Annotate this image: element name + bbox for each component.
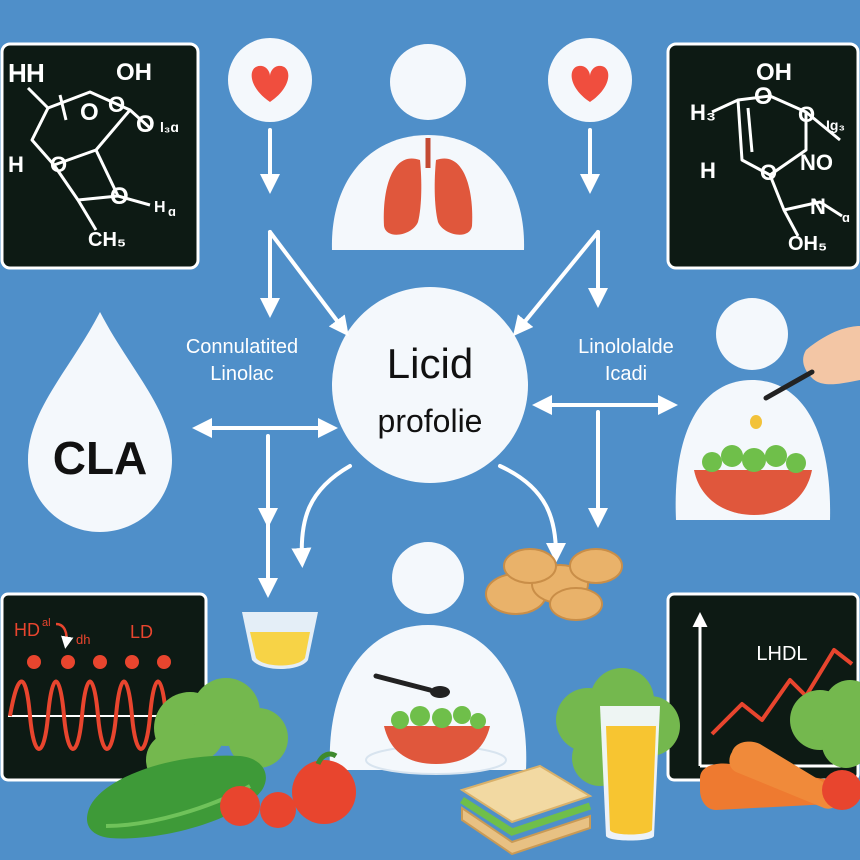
figure-with-lungs	[331, 44, 525, 250]
chem-right-oh5: OH₅	[788, 233, 827, 255]
carrots	[700, 741, 841, 810]
left-label-line1: Connulatited	[186, 336, 298, 358]
chem-left-r1: l₃ɑ	[160, 119, 179, 135]
chem-left-ch: CH₅	[88, 229, 126, 251]
chem-right-h: H	[700, 158, 716, 183]
chem-left-o5: O	[110, 183, 129, 210]
figure-eating-salad	[675, 298, 860, 520]
tomatoes	[220, 751, 356, 828]
heart-icon	[571, 65, 609, 102]
figure-eating-bottom	[329, 542, 527, 775]
spoon-icon	[373, 673, 433, 693]
chem-left-h-mid2: H	[154, 199, 166, 216]
wave-dots	[27, 655, 171, 669]
chem-left-h2: H	[26, 58, 45, 88]
cla-label: CLA	[53, 432, 148, 484]
heart-bubble-right	[548, 38, 632, 122]
hand-icon	[803, 326, 860, 385]
chemical-structure-panel-left: H H OH O O O l₃ɑ H O O H ɑ CH₅	[0, 42, 200, 270]
chem-right-no: NO	[800, 150, 833, 175]
left-label-line2: Linolac	[210, 363, 273, 385]
right-label-line2: Icadi	[605, 363, 647, 385]
nuts-pile	[485, 548, 623, 621]
chem-right-r: ɑ	[842, 210, 850, 225]
chem-left-h1: H	[8, 58, 27, 88]
chem-right-o3: O	[760, 160, 777, 185]
wave-ld-label: LD	[130, 622, 153, 642]
chem-right-o1: O	[754, 83, 773, 110]
flow-arrows	[192, 128, 678, 598]
chem-right-h3: H₃	[690, 100, 716, 125]
heart-bubble-left	[228, 38, 312, 122]
chem-right-n: N	[810, 194, 826, 219]
trend-line	[710, 648, 854, 736]
chem-left-o2: O	[108, 92, 125, 117]
chem-right-o2: O	[798, 102, 815, 127]
right-label-line1: Linololalde	[578, 336, 674, 358]
chem-right-oh: OH	[756, 59, 792, 86]
center-title-line1: Licid	[387, 340, 473, 387]
juice-glass-small	[242, 612, 318, 669]
arrow-center-to-nuts	[498, 464, 566, 563]
tomato-far-right	[822, 770, 860, 810]
wave-sup-label: al	[42, 617, 51, 629]
lipid-profile-node: Licid profolie	[332, 287, 528, 483]
arrow-left-to-center	[268, 230, 349, 337]
chem-left-o4: O	[50, 152, 67, 177]
wave-line	[8, 679, 186, 751]
arrow-center-to-eater	[291, 464, 352, 568]
heart-icon	[251, 65, 289, 102]
lettuce-far-right	[790, 680, 860, 768]
center-title-line2: profolie	[378, 403, 483, 439]
chem-left-o1: O	[80, 99, 99, 126]
wave-hd-label: HD	[14, 620, 40, 640]
lungs-icon	[383, 158, 422, 235]
fork-icon	[763, 369, 815, 401]
wave-dh-label: dh	[76, 632, 90, 647]
chemical-structure-panel-right: OH H₃ O O Ig₃ H O NO N ɑ OH₅	[666, 42, 860, 270]
arrow-right-to-center	[512, 230, 600, 337]
chem-left-r2: ɑ	[168, 204, 176, 219]
cla-drop: CLA	[28, 312, 172, 532]
trend-label: LHDL	[756, 643, 807, 665]
chem-right-ig: Ig₃	[826, 117, 845, 133]
sandwich	[459, 764, 593, 856]
juice-glass-tall	[600, 706, 660, 841]
chem-left-o3: O	[136, 111, 155, 138]
chem-left-oh: OH	[116, 59, 152, 86]
chem-left-h-mid: H	[8, 152, 24, 177]
